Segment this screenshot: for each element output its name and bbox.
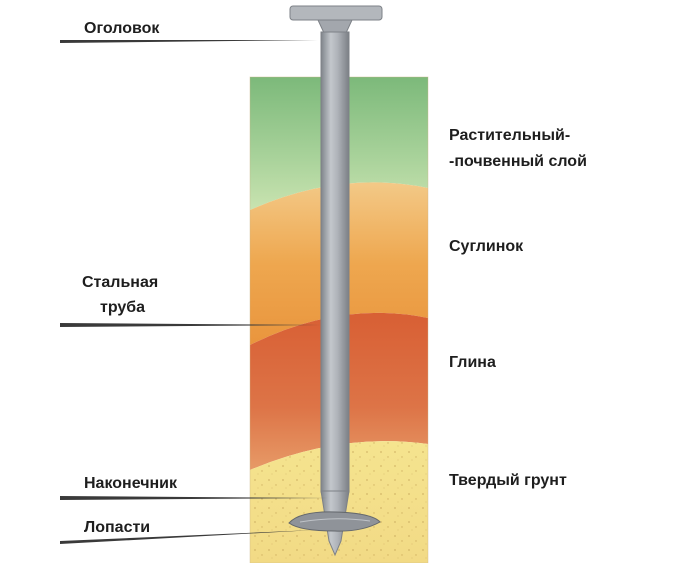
label-blades: Лопасти (84, 519, 151, 536)
label-loam: Суглинок (449, 238, 524, 255)
pile-blade (288, 511, 381, 532)
leader-lines (60, 40, 328, 544)
pile-pipe (320, 31, 350, 493)
label-pipe-line2: труба (100, 299, 146, 316)
label-topsoil-line1: Растительный- (449, 127, 571, 144)
leader-line-blades (60, 530, 315, 544)
pile-head-plate (289, 5, 383, 21)
leader-line-pipe (60, 323, 320, 327)
label-head: Оголовок (84, 20, 160, 37)
leader-line-tip (60, 496, 328, 500)
label-pipe-line1: Стальная (82, 274, 159, 291)
label-clay: Глина (449, 354, 496, 371)
screw-pile (288, 5, 383, 557)
label-tip: Наконечник (84, 475, 177, 492)
label-hard-ground: Твердый грунт (449, 472, 567, 489)
leader-line-head (60, 40, 318, 43)
label-topsoil-line2: -почвенный слой (449, 153, 587, 170)
